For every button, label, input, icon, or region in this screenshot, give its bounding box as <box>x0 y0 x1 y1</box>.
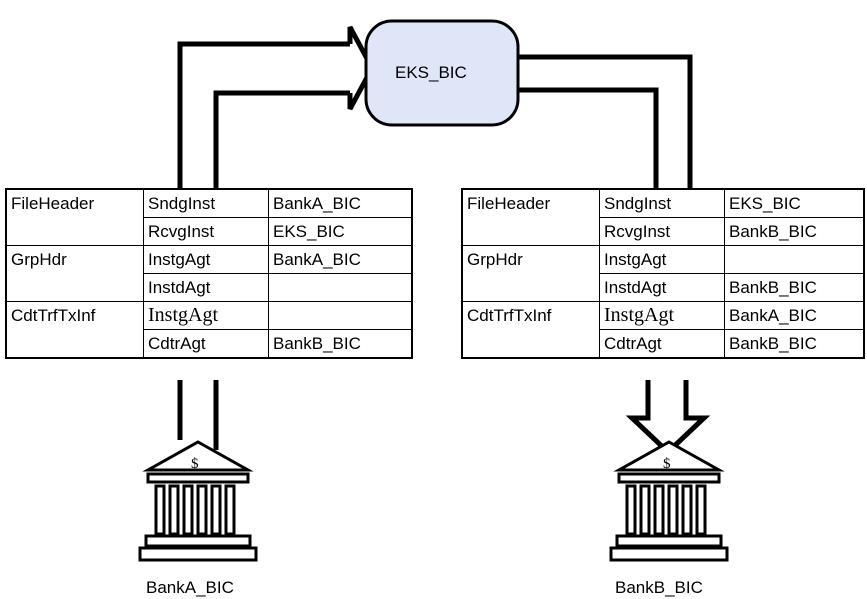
table-cell <box>462 218 600 246</box>
table-row: GrpHdr InstgAgt BankA_BIC <box>6 245 412 274</box>
table-cell <box>268 273 412 302</box>
table-cell: BankB_BIC <box>724 217 864 246</box>
table-cell: RcvgInst <box>143 217 269 246</box>
connector-tablea-banka <box>177 380 219 450</box>
table-cell <box>6 218 144 246</box>
table-cell: SndgInst <box>143 189 269 218</box>
table-cell: GrpHdr <box>462 245 600 274</box>
arrow-banka-to-eks <box>177 25 375 188</box>
table-cell: FileHeader <box>467 194 551 214</box>
table-cell: CdtTrfTxInf <box>6 301 144 330</box>
table-cell <box>462 274 600 302</box>
table-row: CdtrAgt BankB_BIC <box>462 329 864 359</box>
table-cell: EKS_BIC <box>268 217 412 246</box>
table-cell: InstgAgt <box>143 301 269 330</box>
arrow-tableb-to-bankb <box>625 380 711 454</box>
table-cell: BankA_BIC <box>268 245 412 274</box>
table-cell <box>462 330 600 359</box>
table-cell: InstgAgt <box>143 245 269 274</box>
table-cell: RcvgInst <box>599 217 725 246</box>
table-row: FileHeader SndgInst BankA_BIC <box>6 189 412 218</box>
table-cell <box>724 245 864 274</box>
table-row: FileHeader SndgInst EKS_BIC <box>462 189 864 218</box>
message-table-banka: FileHeader SndgInst BankA_BIC RcvgInst E… <box>5 188 413 359</box>
table-cell: CdtrAgt <box>599 329 725 358</box>
table-cell: BankB_BIC <box>724 273 864 302</box>
table-row: CdtrAgt BankB_BIC <box>6 329 412 359</box>
table-cell: BankA_BIC <box>268 189 412 218</box>
table-cell <box>6 330 144 359</box>
table-row: CdtTrfTxInf InstgAgt BankA_BIC <box>462 301 864 330</box>
bank-icon <box>138 440 258 562</box>
table-cell <box>268 301 412 330</box>
table-cell: SndgInst <box>599 189 725 218</box>
table-row: CdtTrfTxInf InstgAgt <box>6 301 412 330</box>
table-row: RcvgInst BankB_BIC <box>462 217 864 246</box>
table-row: InstdAgt <box>6 273 412 302</box>
table-row: GrpHdr InstgAgt <box>462 245 864 274</box>
table-cell: BankB_BIC <box>724 329 864 358</box>
dollar-symbol: $ <box>191 456 199 472</box>
table-cell: InstdAgt <box>143 273 269 302</box>
bank-icon <box>609 440 729 562</box>
table-cell: GrpHdr <box>6 245 144 274</box>
table-cell: FileHeader <box>11 194 95 214</box>
table-row: InstdAgt BankB_BIC <box>462 273 864 302</box>
table-cell: InstgAgt <box>599 301 725 330</box>
eks-node <box>364 19 520 127</box>
table-row: RcvgInst EKS_BIC <box>6 217 412 246</box>
bank-a-label: BankA_BIC <box>146 578 234 597</box>
bank-b-label: BankB_BIC <box>615 578 703 597</box>
table-cell <box>6 274 144 302</box>
message-table-bankb: FileHeader SndgInst EKS_BIC RcvgInst Ban… <box>461 188 865 359</box>
table-cell: EKS_BIC <box>724 189 864 218</box>
dollar-symbol: $ <box>663 456 671 472</box>
eks-node-label: EKS_BIC <box>395 63 467 82</box>
table-cell: CdtTrfTxInf <box>462 301 600 330</box>
table-cell: BankB_BIC <box>268 329 412 358</box>
table-cell: InstgAgt <box>599 245 725 274</box>
table-cell: InstdAgt <box>599 273 725 302</box>
arrow-eks-to-bankb <box>518 54 693 188</box>
table-cell: BankA_BIC <box>724 301 864 330</box>
table-cell: CdtrAgt <box>143 329 269 358</box>
